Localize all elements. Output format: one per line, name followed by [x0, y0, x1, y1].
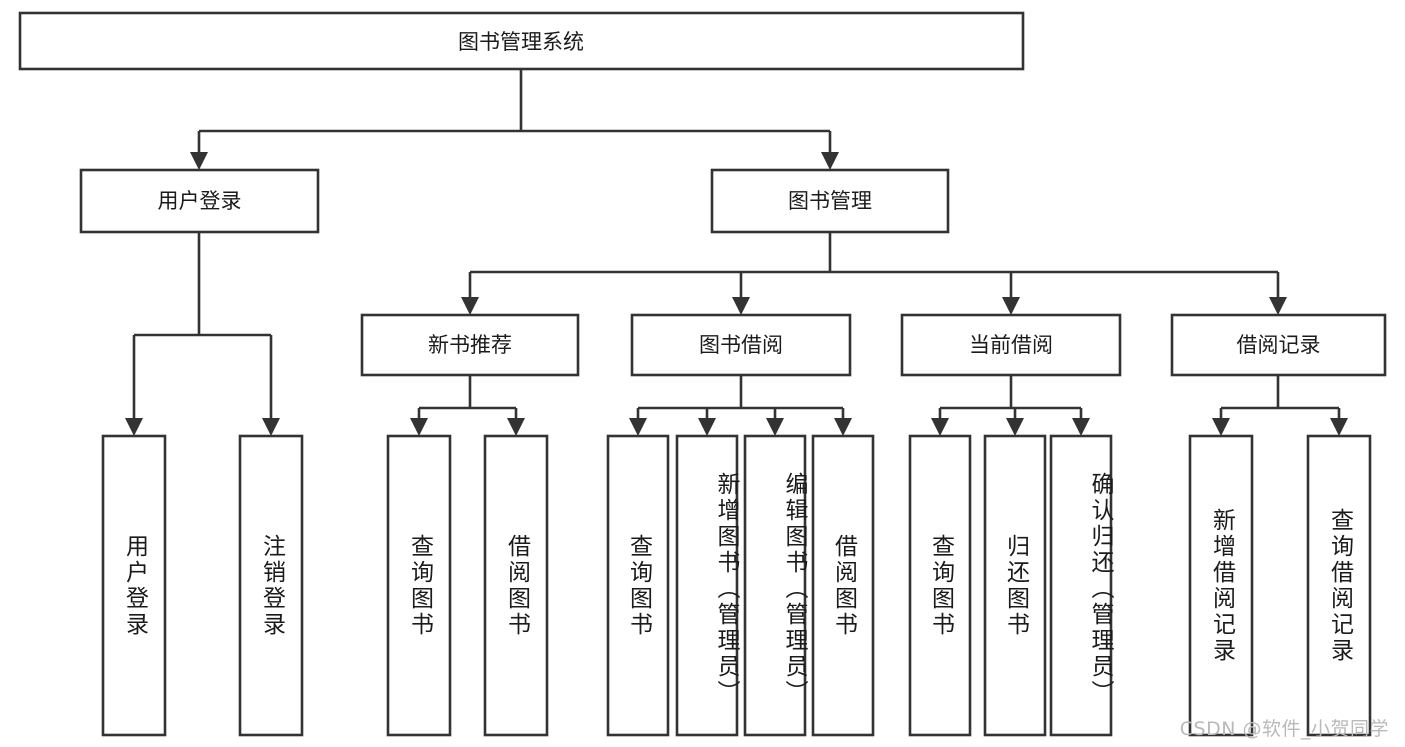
arrow-to-leaf-return-book [1006, 418, 1024, 436]
node-borrow-records[interactable]: 借阅记录 [1170, 313, 1387, 377]
borrow-records-label: 借阅记录 [1237, 333, 1321, 357]
book-management-label: 图书管理 [788, 189, 872, 213]
leaf-query-books-recommend-box[interactable] [386, 434, 452, 737]
node-book-borrow[interactable]: 图书借阅 [630, 313, 852, 377]
leaf-return-book-box[interactable] [983, 434, 1047, 737]
leaf-box-layer [101, 434, 1372, 737]
leaf-edit-book-admin-box[interactable] [743, 434, 807, 737]
user-login-box[interactable] [79, 168, 320, 234]
borrow-records-box[interactable] [1170, 313, 1387, 377]
arrow-to-book-management [821, 152, 839, 170]
leaf-query-borrow-record-box[interactable] [1306, 434, 1372, 737]
arrow-to-leaf-edit-book-admin [766, 418, 784, 436]
arrow-to-leaf-confirm-return-admin [1072, 418, 1090, 436]
arrow-to-leaf-query-books-current [931, 418, 949, 436]
arrow-to-leaf-add-borrow-record [1212, 418, 1230, 436]
arrow-to-leaf-query-borrow-record [1330, 418, 1348, 436]
arrow-to-new-book-recommend [461, 297, 479, 315]
leaf-query-books-borrow-box[interactable] [606, 434, 670, 737]
connector-layer [125, 69, 1348, 436]
arrow-to-leaf-query-books-borrow [629, 418, 647, 436]
arrow-to-user-login [190, 152, 208, 170]
arrow-to-current-borrow [1002, 297, 1020, 315]
node-new-book-recommend[interactable]: 新书推荐 [360, 313, 580, 377]
leaf-query-books-current-box[interactable] [908, 434, 972, 737]
arrow-to-leaf-user-login [125, 418, 143, 436]
leaf-user-login-box[interactable] [101, 434, 167, 737]
leaf-logout-box[interactable] [238, 434, 304, 737]
node-book-management[interactable]: 图书管理 [710, 168, 950, 234]
leaf-confirm-return-admin-box[interactable] [1049, 434, 1113, 737]
new-book-recommend-label: 新书推荐 [428, 333, 512, 357]
arrow-to-leaf-logout [262, 418, 280, 436]
new-book-recommend-box[interactable] [360, 313, 580, 377]
arrow-to-borrow-records [1269, 297, 1287, 315]
arrow-to-leaf-borrow-books-recommend [507, 418, 525, 436]
csdn-watermark: CSDN @软件_小贺同学 [1179, 718, 1389, 740]
node-root[interactable]: 图书管理系统 [18, 11, 1025, 71]
arrow-to-leaf-borrow-book [834, 418, 852, 436]
book-management-box[interactable] [710, 168, 950, 234]
arrow-to-book-borrow [732, 297, 750, 315]
user-login-label: 用户登录 [158, 189, 242, 213]
root-label: 图书管理系统 [458, 30, 584, 54]
leaf-borrow-book-box[interactable] [811, 434, 875, 737]
arrow-to-leaf-add-book-admin [698, 418, 716, 436]
node-user-login[interactable]: 用户登录 [79, 168, 320, 234]
leaf-add-borrow-record-box[interactable] [1188, 434, 1254, 737]
leaf-add-book-admin-box[interactable] [675, 434, 739, 737]
book-borrow-box[interactable] [630, 313, 852, 377]
leaf-borrow-books-recommend-box[interactable] [483, 434, 549, 737]
book-borrow-label: 图书借阅 [699, 333, 783, 357]
node-current-borrow[interactable]: 当前借阅 [900, 313, 1122, 377]
root-box[interactable] [18, 11, 1025, 71]
current-borrow-box[interactable] [900, 313, 1122, 377]
arrow-to-leaf-query-books-recommend [410, 418, 428, 436]
current-borrow-label: 当前借阅 [969, 333, 1053, 357]
